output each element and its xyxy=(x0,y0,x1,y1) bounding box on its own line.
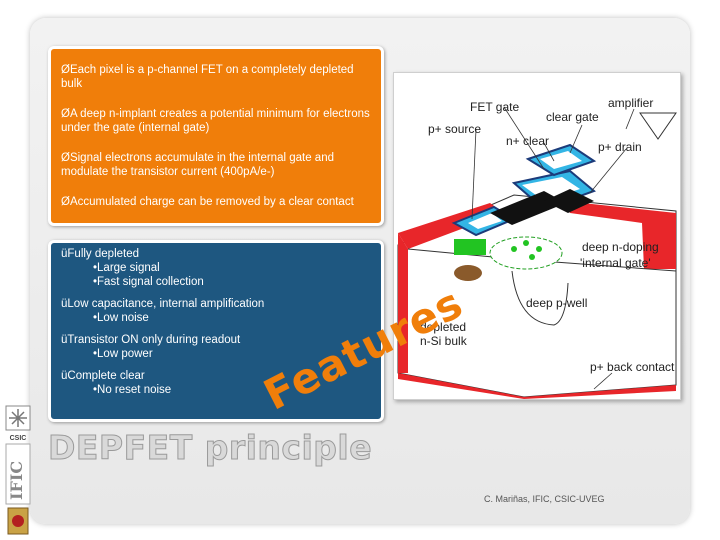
feature-sub: •No reset noise xyxy=(93,384,172,396)
principle-item: ØA deep n-implant creates a potential mi… xyxy=(61,108,370,134)
footer-credit: C. Mariñas, IFIC, CSIC-UVEG xyxy=(484,494,605,504)
feature-label: üComplete clear xyxy=(61,370,145,382)
feature-group: üFully depleted •Large signal •Fast sign… xyxy=(61,247,373,289)
label-p-source: p+ source xyxy=(428,122,481,136)
label-depleted: depleted xyxy=(420,320,466,334)
red-side-left xyxy=(398,233,408,373)
label-n-si-bulk: n-Si bulk xyxy=(420,334,468,348)
depfet-cross-section: FET gate clear gate amplifier p+ source … xyxy=(397,96,677,399)
feature-group: üTransistor ON only during readout •Low … xyxy=(61,333,373,361)
amplifier-symbol xyxy=(639,112,677,140)
svg-text:IFIC: IFIC xyxy=(7,461,26,500)
deep-n-region xyxy=(489,236,563,270)
feature-group: üLow capacitance, internal amplification… xyxy=(61,297,373,325)
back-contact xyxy=(398,373,676,399)
feature-label: üFully depleted xyxy=(61,248,140,260)
feature-sub: •Low power xyxy=(93,348,153,360)
feature-sub: •Fast signal collection xyxy=(93,276,204,288)
source-implant xyxy=(454,239,486,255)
label-deep-p-well: deep p-well xyxy=(526,296,587,310)
features-box: üFully depleted •Large signal •Fast sign… xyxy=(48,240,384,422)
label-p-back-contact: p+ back contact xyxy=(590,360,675,374)
feature-group: üComplete clear •No reset noise xyxy=(61,369,373,397)
label-fet-gate: FET gate xyxy=(470,100,519,114)
principle-item: ØAccumulated charge can be removed by a … xyxy=(61,196,354,208)
deep-p-well xyxy=(511,270,569,326)
page-title: DEPFET principle xyxy=(47,428,373,468)
label-internal-gate: 'internal gate' xyxy=(580,256,651,270)
electron-dot xyxy=(523,240,529,246)
label-amplifier: amplifier xyxy=(608,96,653,110)
principle-item: ØSignal electrons accumulate in the inte… xyxy=(61,152,334,178)
principle-item: ØEach pixel is a p-channel FET on a comp… xyxy=(61,64,354,90)
institution-logos: CSIC IFIC xyxy=(5,405,31,535)
red-oxide-right xyxy=(564,201,676,269)
feature-sub: •Large signal xyxy=(93,262,160,274)
metal-line xyxy=(490,191,566,225)
electron-dot xyxy=(529,254,535,260)
feature-sub: •Low noise xyxy=(93,312,149,324)
principle-box: ØEach pixel is a p-channel FET on a comp… xyxy=(48,46,384,226)
clear-implant xyxy=(454,265,482,281)
feature-label: üTransistor ON only during readout xyxy=(61,334,241,346)
label-p-drain: p+ drain xyxy=(598,140,642,154)
ific-logo xyxy=(5,443,31,505)
feature-label: üLow capacitance, internal amplification xyxy=(61,298,265,310)
electron-dot xyxy=(536,246,542,252)
depfet-diagram: FET gate clear gate amplifier p+ source … xyxy=(393,72,681,400)
svg-text:CSIC: CSIC xyxy=(10,435,27,442)
label-clear-gate: clear gate xyxy=(546,110,599,124)
label-n-clear: n+ clear xyxy=(506,134,549,148)
label-deep-n-doping: deep n-doping xyxy=(582,240,659,254)
electron-dot xyxy=(511,246,517,252)
